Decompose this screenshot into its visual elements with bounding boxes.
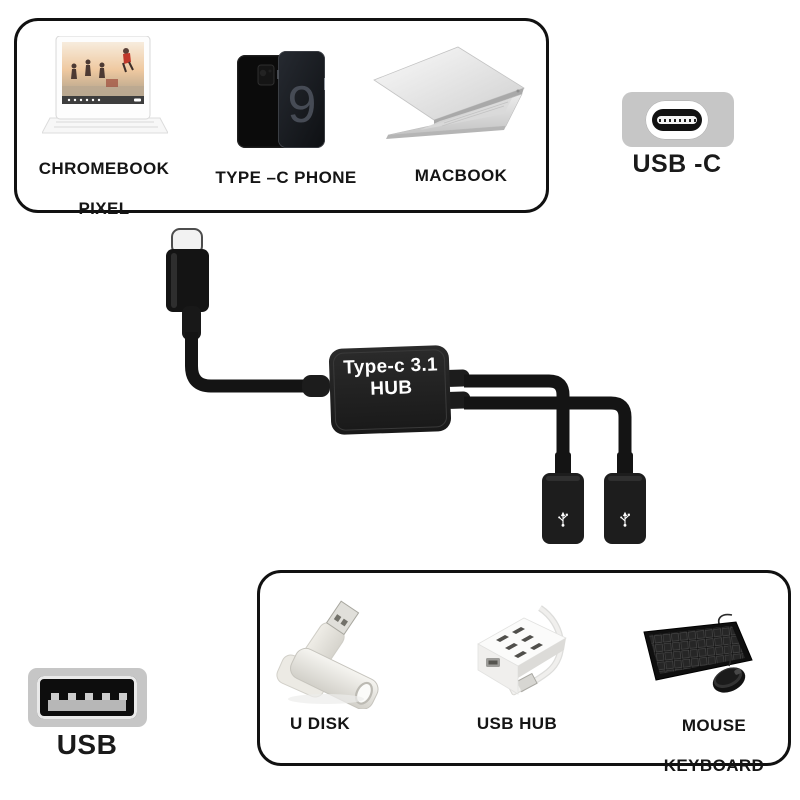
hub-left-strain-relief — [302, 375, 330, 397]
usb-trident-icon — [620, 511, 630, 527]
hub-label-line1: Type-c 3.1 — [342, 354, 439, 379]
usb-female-connector-1 — [542, 452, 584, 544]
compatible-peripherals-box: U DISK USB HUB MOUSE KEYBOARD — [257, 570, 791, 775]
usb-a-opening — [37, 676, 137, 719]
usb-a-pin — [119, 693, 127, 700]
hub-label: Type-c 3.1 HUB — [331, 354, 450, 402]
keyboard-label-line2: KEYBOARD — [663, 756, 765, 775]
output-cable-1 — [464, 374, 570, 474]
usb-a-label: USB — [56, 729, 118, 760]
usb-c-label: USB -C — [632, 150, 722, 178]
hub-label-line2: HUB — [369, 377, 413, 400]
hub-module — [328, 345, 471, 435]
type-c-connector — [166, 228, 209, 340]
compatible-hosts-box: 9 CHROMEBOOK PIXEL TYPE –C PHONE MAC — [14, 18, 549, 218]
u-disk-image — [276, 600, 379, 709]
usb-hub-image — [477, 605, 567, 696]
macbook-image — [373, 46, 525, 139]
mouse-label-line1: MOUSE — [681, 716, 747, 735]
chromebook-label-line2: PIXEL — [78, 199, 130, 218]
phone-label: TYPE –C PHONE — [215, 168, 357, 187]
phone-screen-digit: 9 — [287, 76, 317, 134]
chromebook-image — [42, 36, 168, 134]
usb-trident-icon — [558, 511, 568, 527]
usb-hub-label: USB HUB — [476, 714, 558, 733]
usb-a-tongue — [48, 700, 126, 711]
usb-a-pin — [102, 693, 110, 700]
usb-female-connector-2 — [604, 452, 646, 544]
chromebook-label-line1: CHROMEBOOK — [38, 159, 170, 178]
mouse-keyboard-label: MOUSE KEYBOARD — [634, 716, 794, 776]
phone-image — [237, 51, 325, 148]
usb-c-oval — [645, 100, 709, 140]
usb-a-pin — [68, 693, 76, 700]
input-cable — [185, 332, 305, 393]
usb-c-port-icon — [622, 92, 734, 147]
chromebook-label: CHROMEBOOK PIXEL — [21, 159, 187, 219]
u-disk-label: U DISK — [289, 714, 351, 733]
usb-a-pin — [51, 693, 59, 700]
output-cable-2 — [464, 396, 632, 474]
usb-c-pins — [657, 116, 697, 124]
mouse-keyboard-image — [643, 613, 753, 693]
macbook-label: MACBOOK — [414, 166, 508, 185]
usb-c-slot — [652, 109, 702, 131]
usb-a-pin — [85, 693, 93, 700]
usb-a-port-icon — [28, 668, 147, 727]
